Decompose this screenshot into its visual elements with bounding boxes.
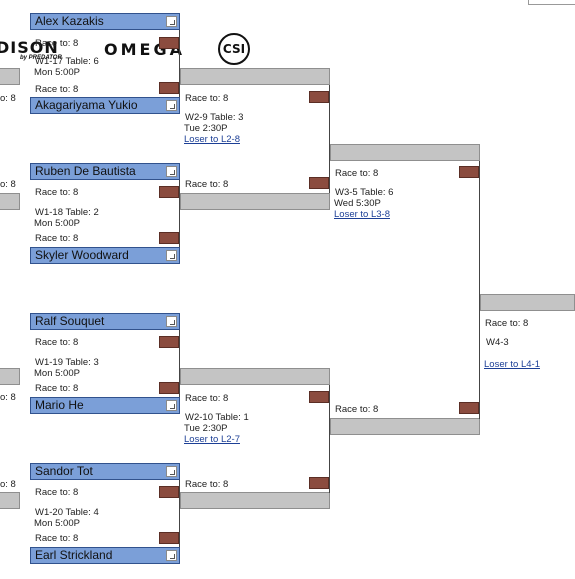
score-box[interactable] [309,177,329,189]
match-info: W2-10 Table: 1 [185,412,249,423]
score-box[interactable] [309,477,329,489]
player-slot[interactable]: Sandor Tot [30,463,180,480]
race-label: Race to: 8 [185,393,229,404]
player-name: Akagariyama Yukio [35,98,138,112]
left-partial-race: o: 8 [0,179,16,190]
player-name: Mario He [35,398,84,412]
left-partial-race: o: 8 [0,479,16,490]
external-link-icon[interactable] [166,316,177,327]
player-slot[interactable]: Ruben De Bautista [30,163,180,180]
bracket-line [479,161,480,419]
player-slot[interactable]: Alex Kazakis [30,13,180,30]
race-label: Race to: 8 [185,479,229,490]
match-info: W1-19 Table: 3 [35,357,99,368]
race-label: Race to: 8 [35,383,79,394]
match-time: Mon 5:00P [34,218,80,229]
external-link-icon[interactable] [166,250,177,261]
match-info: W1-18 Table: 2 [35,207,99,218]
race-label: Race to: 8 [185,179,229,190]
match-info: W2-9 Table: 3 [185,112,244,123]
loser-link[interactable]: Loser to L2-8 [184,134,240,145]
race-label: Race to: 8 [35,487,79,498]
race-label: Race to: 8 [35,233,79,244]
external-link-icon[interactable] [166,400,177,411]
winner-slot[interactable] [180,193,330,210]
corner-line [528,4,575,5]
score-box[interactable] [159,336,179,348]
player-slot[interactable]: Akagariyama Yukio [30,97,180,114]
winner-slot[interactable] [330,418,480,435]
player-name: Ralf Souquet [35,314,105,328]
bracket-line [179,480,180,547]
score-box[interactable] [159,82,179,94]
match-time: Wed 5:30P [334,198,381,209]
score-box[interactable] [159,37,179,49]
race-label: Race to: 8 [335,404,379,415]
player-name: Sandor Tot [35,464,93,478]
winner-slot[interactable] [180,368,330,385]
external-link-icon[interactable] [166,550,177,561]
race-label: Race to: 8 [35,38,79,49]
match-time: Mon 5:00P [34,368,80,379]
match-info: W4-3 [486,337,509,348]
loser-link[interactable]: Loser to L4-1 [484,359,540,370]
player-name: Alex Kazakis [35,14,104,28]
external-link-icon[interactable] [166,100,177,111]
race-label: Race to: 8 [485,318,529,329]
loser-link[interactable]: Loser to L2-7 [184,434,240,445]
score-box[interactable] [309,391,329,403]
csi-logo: CSI [218,33,250,65]
match-time: Tue 2:30P [184,423,228,434]
race-label: Race to: 8 [35,187,79,198]
left-partial-race: o: 8 [0,93,16,104]
winner-slot[interactable] [180,68,330,85]
bracket-line [179,30,180,97]
left-partial-slot [0,193,20,210]
match-time: Tue 2:30P [184,123,228,134]
winner-slot[interactable] [330,144,480,161]
bracket-line [179,180,180,247]
external-link-icon[interactable] [166,16,177,27]
score-box[interactable] [159,382,179,394]
left-partial-race: o: 8 [0,392,16,403]
corner-line [528,0,529,5]
player-slot[interactable]: Skyler Woodward [30,247,180,264]
player-slot[interactable]: Mario He [30,397,180,414]
left-partial-slot [0,492,20,509]
left-partial-slot [0,368,20,385]
match-info: W1-20 Table: 4 [35,507,99,518]
match-info: W3-5 Table: 6 [335,187,394,198]
race-label: Race to: 8 [185,93,229,104]
player-name: Ruben De Bautista [35,164,136,178]
player-name: Skyler Woodward [35,248,129,262]
loser-link[interactable]: Loser to L3-8 [334,209,390,220]
score-box[interactable] [459,166,479,178]
race-label: Race to: 8 [35,337,79,348]
score-box[interactable] [159,232,179,244]
score-box[interactable] [159,532,179,544]
bracket-line [179,330,180,397]
left-partial-slot [0,68,20,85]
predator-logo: DISON [0,38,59,57]
external-link-icon[interactable] [166,466,177,477]
player-slot[interactable]: Earl Strickland [30,547,180,564]
player-slot[interactable]: Ralf Souquet [30,313,180,330]
player-name: Earl Strickland [35,548,113,562]
predator-logo-sub: by PREDATOR [20,55,62,61]
score-box[interactable] [159,486,179,498]
match-time: Mon 5:00P [34,67,80,78]
match-time: Mon 5:00P [34,518,80,529]
race-label: Race to: 8 [35,84,79,95]
winner-slot[interactable] [480,294,575,311]
score-box[interactable] [159,186,179,198]
match-info: W1-17 Table: 6 [35,56,99,67]
bracket-line [329,385,330,493]
score-box[interactable] [309,91,329,103]
score-box[interactable] [459,402,479,414]
race-label: Race to: 8 [35,533,79,544]
bracket-line [329,85,330,193]
external-link-icon[interactable] [166,166,177,177]
race-label: Race to: 8 [335,168,379,179]
winner-slot[interactable] [180,492,330,509]
